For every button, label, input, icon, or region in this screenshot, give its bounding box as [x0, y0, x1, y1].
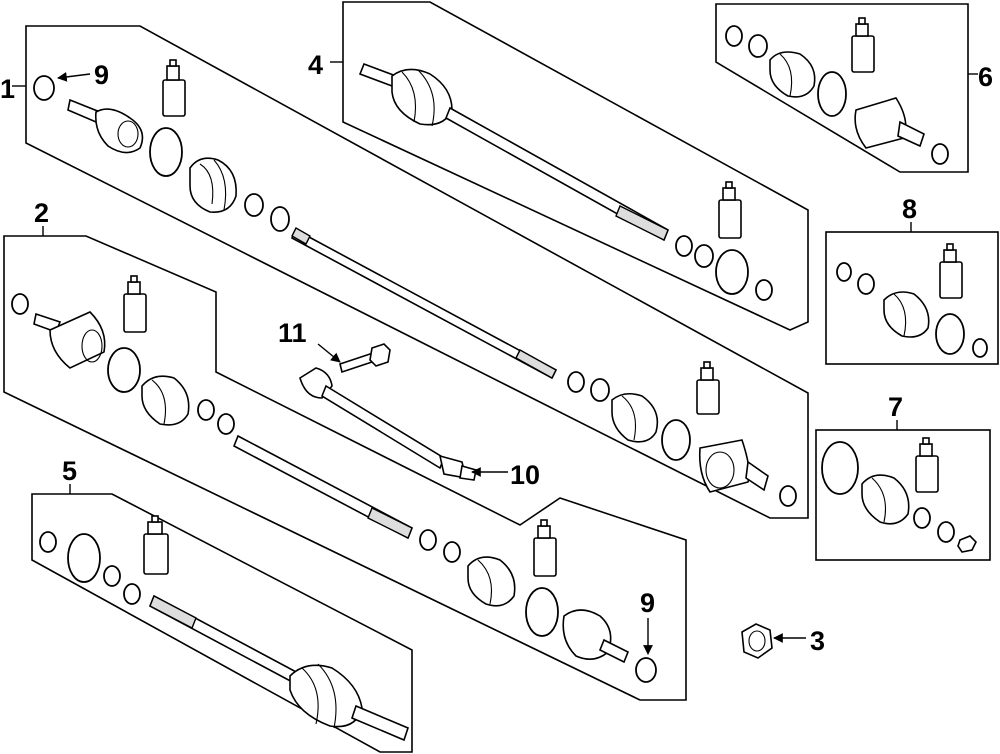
grease-tube [143, 515, 169, 575]
group-6-outline [715, 3, 969, 173]
snap-ring [33, 75, 55, 101]
bolt-11 [339, 343, 391, 374]
grease-tube [718, 181, 742, 239]
inner-joint-housing [33, 311, 106, 369]
intermediate-shaft-10 [299, 367, 477, 481]
grease-tube [939, 243, 963, 299]
group-7-outline [815, 429, 991, 561]
group-1-outline [25, 25, 809, 519]
callout-11: 11 [278, 318, 307, 348]
grease-tube [533, 519, 557, 577]
group-5-outline [31, 493, 413, 753]
callout-4: 4 [308, 50, 323, 80]
boot-kit-7 [815, 420, 991, 561]
outer-cv-joint [94, 108, 144, 154]
cv-boot [189, 157, 237, 213]
boot [141, 375, 190, 426]
callout-9-bottom: 9 [640, 588, 655, 618]
boot [883, 291, 930, 338]
grease-tube [162, 59, 186, 117]
grease-tube [915, 437, 939, 493]
callout-1: 1 [0, 74, 15, 104]
washer [270, 206, 290, 232]
grease-tube [851, 17, 875, 73]
group-8-outline [825, 231, 999, 365]
boot [861, 474, 910, 525]
outer-cv-joint [562, 609, 630, 664]
callout-9-top: 9 [94, 60, 109, 90]
axle-group-1 [12, 25, 809, 519]
callout-3: 3 [810, 626, 825, 656]
group-4-outline [342, 1, 809, 331]
inner-boot [611, 392, 659, 443]
axle-group-5 [31, 484, 413, 753]
snap-ring [635, 657, 657, 683]
boot-kit-6 [715, 3, 978, 173]
washer [244, 193, 264, 217]
callout-10: 10 [510, 460, 540, 490]
joint-housing [854, 97, 925, 149]
nut-3 [741, 623, 773, 659]
axle-group-4 [330, 1, 809, 331]
grease-tube [123, 275, 147, 333]
group-2-outline [3, 235, 687, 701]
callout-8: 8 [902, 194, 917, 224]
boot [467, 556, 516, 607]
boot-clamp [149, 127, 183, 177]
callout-2: 2 [34, 198, 49, 228]
boot [769, 51, 816, 98]
axle-group-2 [3, 226, 687, 701]
callout-6: 6 [978, 62, 993, 92]
grease-tube [696, 361, 720, 415]
callout-5: 5 [62, 456, 77, 486]
inner-joint-housing [698, 439, 769, 493]
outer-boot [391, 68, 453, 127]
callout-7: 7 [888, 392, 903, 422]
boot-kit-8 [825, 222, 999, 365]
half-shaft [290, 227, 558, 380]
